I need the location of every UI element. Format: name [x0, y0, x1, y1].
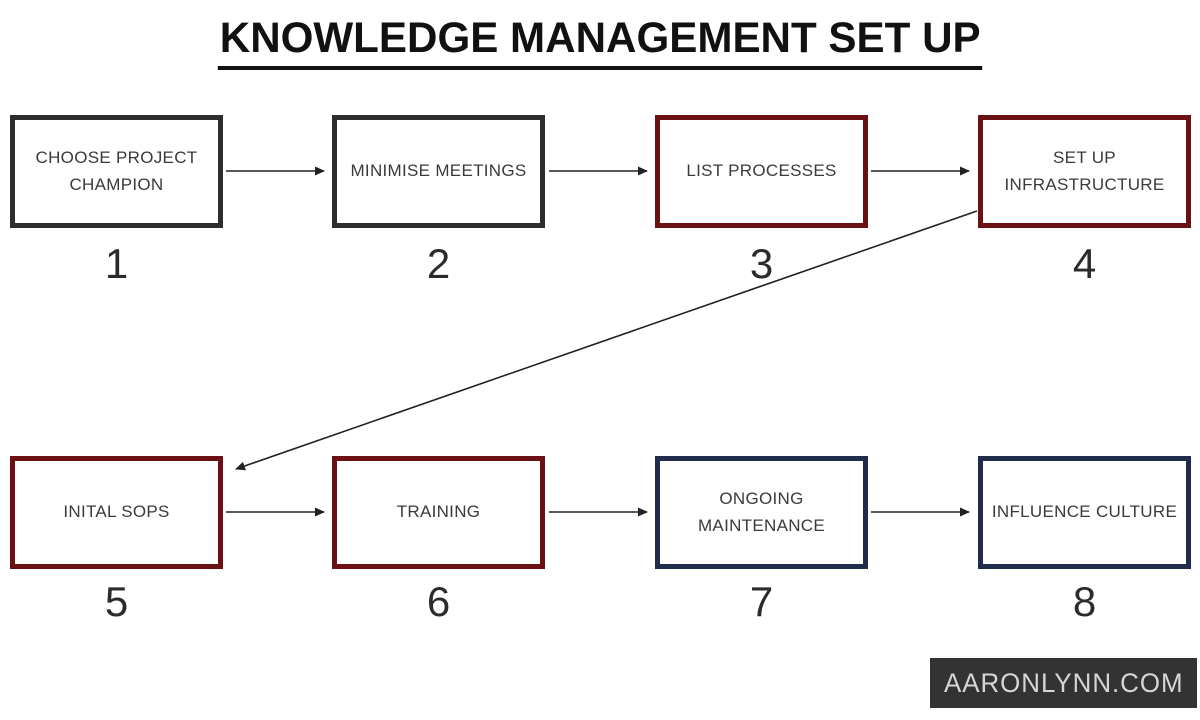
step-number-3: 3 — [749, 240, 774, 287]
step-number-6: 6 — [426, 578, 451, 625]
step-box-minimise-meetings: MINIMISE MEETINGS — [332, 115, 545, 228]
step-label: SET UP INFRASTRUCTURE — [1004, 148, 1165, 194]
step-box-inital-sops: INITAL SOPS — [10, 456, 223, 569]
step-box-set-up-infrastructure: SET UP INFRASTRUCTURE — [978, 115, 1191, 228]
step-label: TRAINING — [396, 502, 481, 522]
brand-text: AARONLYNN.COM — [943, 667, 1184, 698]
step-label: ONGOING MAINTENANCE — [697, 489, 826, 535]
step-label: MINIMISE MEETINGS — [350, 161, 527, 181]
step-label: INITAL SOPS — [63, 502, 170, 522]
step-number-7: 7 — [749, 578, 774, 625]
step-box-ongoing-maintenance: ONGOING MAINTENANCE — [655, 456, 868, 569]
step-box-list-processes: LIST PROCESSES — [655, 115, 868, 228]
page-title: KNOWLEDGE MANAGEMENT SET UP — [217, 14, 983, 70]
step-box-training: TRAINING — [332, 456, 545, 569]
step-box-influence-culture: INFLUENCE CULTURE — [978, 456, 1191, 569]
step-label: INFLUENCE CULTURE — [991, 502, 1178, 522]
brand-badge: AARONLYNN.COM — [930, 658, 1197, 708]
step-number-8: 8 — [1072, 578, 1097, 625]
step-number-1: 1 — [104, 240, 129, 287]
step-number-5: 5 — [104, 578, 129, 625]
step-label: CHOOSE PROJECT CHAMPION — [35, 148, 198, 194]
step-number-4: 4 — [1072, 240, 1097, 287]
step-box-choose-project-champion: CHOOSE PROJECT CHAMPION — [10, 115, 223, 228]
step-number-2: 2 — [426, 240, 451, 287]
title-wrap: KNOWLEDGE MANAGEMENT SET UP — [0, 14, 1200, 70]
step-label: LIST PROCESSES — [686, 161, 837, 181]
